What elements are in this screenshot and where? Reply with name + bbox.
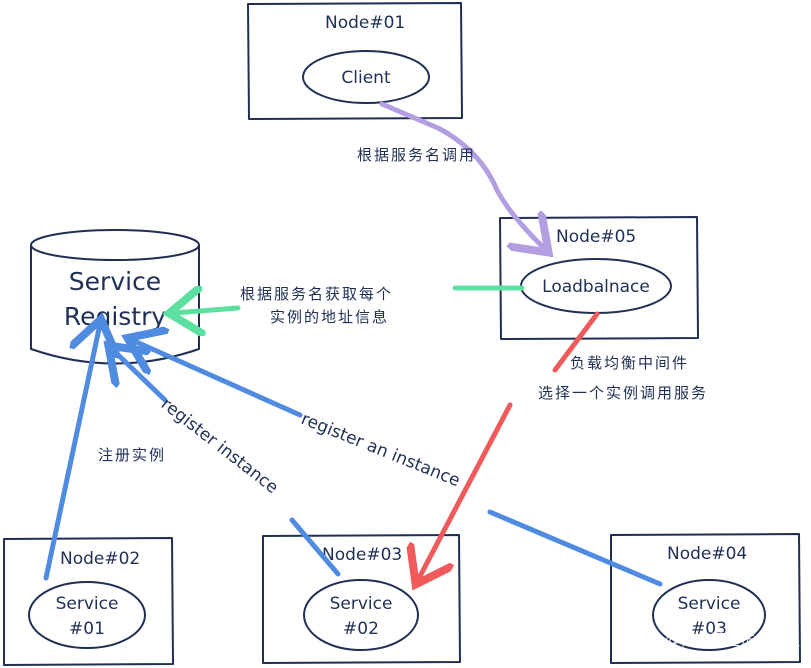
node-04-box (610, 533, 801, 664)
service-03-ellipse (652, 579, 766, 651)
label-register-instance: register instance (157, 394, 282, 498)
label-lb-line1: 负载均衡中间件 (570, 354, 689, 372)
node-01-title: Node#01 (325, 13, 405, 33)
service-01-ellipse (28, 581, 146, 649)
registry-label-line2: Registry (64, 302, 167, 331)
label-call-by-name: 根据服务名调用 (357, 146, 476, 164)
label-fetch-addr-line1: 根据服务名获取每个 (240, 285, 393, 303)
service-02-label-line1: Service (330, 594, 393, 614)
node-03-title: Node#03 (322, 545, 402, 565)
label-fetch-addr-line2: 实例的地址信息 (270, 308, 389, 326)
loadbalancer-to-registry-arrow-left (174, 308, 241, 313)
loadbalancer-label: Loadbalnace (542, 277, 650, 297)
service-02-ellipse (303, 579, 419, 651)
watermark: @稀土掘金技术社区 (665, 631, 800, 649)
service-01-register-arrow (43, 324, 100, 581)
service-03-register-arrow (132, 340, 663, 587)
node-05: Node#05 Loadbalnace (499, 216, 699, 340)
client-label: Client (341, 68, 391, 88)
service-01-label-line1: Service (56, 594, 119, 614)
service-03-label-line1: Service (678, 594, 741, 614)
node-05-box (499, 216, 699, 340)
registry-label-line1: Service (69, 267, 161, 296)
service-03-label-line2: #03 (691, 619, 727, 639)
registry-cylinder-top (30, 229, 200, 261)
label-register-instance-cn: 注册实例 (98, 446, 166, 464)
node-01-box (247, 2, 463, 120)
service-02-label-line2: #02 (343, 619, 379, 639)
node-05-title: Node#05 (556, 227, 636, 247)
service-01-label-line2: #01 (69, 619, 105, 639)
node-04: Node#04 Service #03 (610, 533, 801, 664)
node-02-box (3, 537, 174, 666)
client-ellipse (302, 50, 430, 104)
label-lb-line2: 选择一个实例调用服务 (538, 384, 708, 402)
node-02: Node#02 Service #01 (3, 537, 174, 666)
node-01: Node#01 Client (247, 2, 463, 120)
node-02-title: Node#02 (60, 549, 140, 569)
service-registry: Service Registry (30, 229, 200, 365)
label-register-an-instance: register an instance (298, 409, 463, 491)
client-to-loadbalancer-arrow (379, 101, 545, 249)
node-03-box (262, 534, 461, 664)
node-04-title: Node#04 (667, 544, 747, 564)
loadbalancer-to-service-02-arrow (418, 311, 600, 580)
